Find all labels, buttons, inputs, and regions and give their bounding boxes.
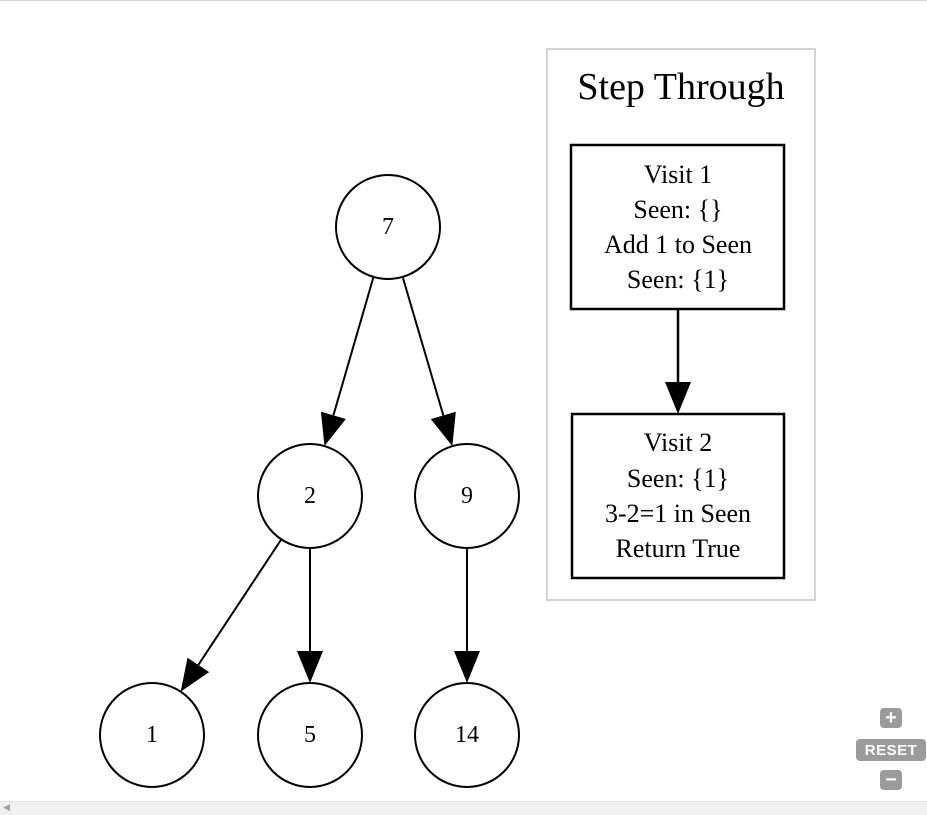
tree-edges <box>197 276 468 666</box>
tree-arrowheads <box>180 411 480 692</box>
tree-edge-arrowhead <box>430 411 456 447</box>
top-border <box>0 0 927 1</box>
tree-node-label: 7 <box>382 214 394 240</box>
step-line: Visit 1 <box>644 160 713 189</box>
tree-node-label: 5 <box>304 722 316 748</box>
step-box: Visit 1 Seen: {} Add 1 to Seen Seen: {1} <box>569 143 786 311</box>
step-edge-arrowhead <box>665 382 691 414</box>
tree-edge-arrowhead <box>454 651 480 683</box>
step-line: Seen: {} <box>633 195 722 224</box>
step-box: Visit 2 Seen: {1} 3-2=1 in Seen Return T… <box>570 412 786 580</box>
tree-node: 7 <box>335 174 441 280</box>
zoom-in-button[interactable]: + <box>880 708 902 728</box>
tree-edge-arrowhead <box>320 411 346 447</box>
step-through-cluster: Step Through Visit 1 Seen: {} Add 1 to S… <box>546 48 816 601</box>
tree-node-label: 2 <box>304 483 316 509</box>
tree-node: 1 <box>99 682 205 788</box>
tree-edge <box>197 538 283 666</box>
zoom-controls: + RESET − <box>856 708 926 792</box>
tree-node: 14 <box>414 682 520 788</box>
step-line: Visit 2 <box>644 428 713 457</box>
cluster-title: Step Through <box>577 66 784 108</box>
tree-node-label: 9 <box>461 483 473 509</box>
tree-edge-arrowhead <box>297 651 323 683</box>
tree-node: 9 <box>414 443 520 549</box>
step-line: Add 1 to Seen <box>604 230 752 259</box>
tree-edge-arrowhead <box>180 657 210 692</box>
step-line: Return True <box>616 534 741 563</box>
tree-node-label: 14 <box>455 722 479 748</box>
scroll-left-icon[interactable]: ◀ <box>3 803 10 813</box>
step-line: 3-2=1 in Seen <box>605 499 751 528</box>
tree-edge <box>401 276 445 416</box>
step-line: Seen: {1} <box>627 265 729 294</box>
tree-edge <box>332 276 375 416</box>
tree-node: 2 <box>257 443 363 549</box>
step-line: Seen: {1} <box>627 464 729 493</box>
reset-button[interactable]: RESET <box>856 739 926 761</box>
tree-node: 5 <box>257 682 363 788</box>
zoom-out-button[interactable]: − <box>880 770 902 790</box>
tree-nodes: 7 2 9 1 5 14 <box>99 174 520 788</box>
tree-node-label: 1 <box>146 722 158 748</box>
horizontal-scrollbar[interactable]: ◀ <box>0 801 927 815</box>
